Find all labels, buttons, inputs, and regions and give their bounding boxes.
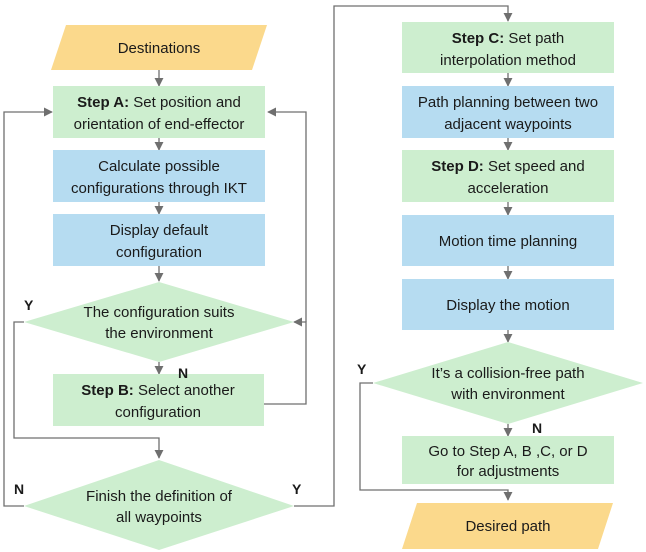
svg-text:Step C: Set path: Step C: Set path <box>452 30 565 47</box>
finish-waypoints-decision: Finish the definition of all waypoints <box>24 460 294 550</box>
arrow-finish-yes-to-step-c <box>294 5 513 507</box>
step-c-box: Step C: Set path interpolation method <box>402 22 614 73</box>
svg-text:Go to Step A, B ,C, or D: Go to Step A, B ,C, or D <box>428 443 587 460</box>
svg-text:Motion time planning: Motion time planning <box>439 233 577 250</box>
svg-text:The configuration suits: The configuration suits <box>84 304 235 321</box>
svg-text:configuration: configuration <box>116 244 202 261</box>
svg-text:configurations through IKT: configurations through IKT <box>71 180 247 197</box>
connectors <box>3 5 513 507</box>
svg-text:configuration: configuration <box>115 404 201 421</box>
svg-text:adjacent waypoints: adjacent waypoints <box>444 116 572 133</box>
path-planning-box: Path planning between two adjacent waypo… <box>402 86 614 138</box>
calc-configurations-box: Calculate possible configurations throug… <box>53 150 265 202</box>
svg-text:Step D: Set speed and: Step D: Set speed and <box>431 158 584 175</box>
svg-text:for adjustments: for adjustments <box>457 463 560 480</box>
svg-text:all waypoints: all waypoints <box>116 509 202 526</box>
label-finish-yes: Y <box>292 481 302 497</box>
svg-text:Path planning between two: Path planning between two <box>418 94 598 111</box>
svg-text:Finish the definition of: Finish the definition of <box>86 488 233 505</box>
svg-text:Display default: Display default <box>110 222 209 239</box>
display-default-box: Display default configuration <box>53 214 265 266</box>
motion-time-box: Motion time planning <box>402 215 614 266</box>
start-terminal: Destinations <box>51 25 267 70</box>
end-terminal: Desired path <box>402 503 613 549</box>
goto-adjustments-box: Go to Step A, B ,C, or D for adjustments <box>402 436 614 484</box>
arrow-collision-yes-to-end <box>359 382 513 501</box>
arrow-config-yes-to-finish <box>13 321 164 459</box>
svg-text:Display the motion: Display the motion <box>446 297 569 314</box>
svg-text:It’s a collision-free path: It’s a collision-free path <box>431 365 584 382</box>
svg-text:interpolation method: interpolation method <box>440 52 576 69</box>
svg-text:Calculate possible: Calculate possible <box>98 158 220 175</box>
svg-text:acceleration: acceleration <box>468 180 549 197</box>
config-suits-decision: The configuration suits the environment <box>24 282 294 362</box>
label-finish-no: N <box>14 481 24 497</box>
collision-free-decision: It’s a collision-free path with environm… <box>373 342 643 424</box>
label-config-yes: Y <box>24 297 34 313</box>
svg-text:the environment: the environment <box>105 325 213 342</box>
label-collision-yes: Y <box>357 361 367 377</box>
label-collision-no: N <box>532 420 542 436</box>
display-motion-box: Display the motion <box>402 279 614 330</box>
step-b-box: Step B: Select another configuration <box>53 374 264 426</box>
svg-text:Desired path: Desired path <box>465 518 550 535</box>
step-d-box: Step D: Set speed and acceleration <box>402 150 614 202</box>
svg-text:Step A: Set position and: Step A: Set position and <box>77 94 241 111</box>
svg-text:with environment: with environment <box>450 386 565 403</box>
svg-text:orientation of end-effector: orientation of end-effector <box>74 116 245 133</box>
arrow-loop-to-step-a <box>267 107 307 322</box>
label-config-no: N <box>178 365 188 381</box>
arrow-finish-no-to-step-a <box>3 107 53 507</box>
step-a-box: Step A: Set position and orientation of … <box>53 86 265 138</box>
svg-text:Destinations: Destinations <box>118 40 201 57</box>
arrow-step-b-to-decision <box>264 317 307 405</box>
svg-text:Step B: Select another: Step B: Select another <box>81 382 234 399</box>
